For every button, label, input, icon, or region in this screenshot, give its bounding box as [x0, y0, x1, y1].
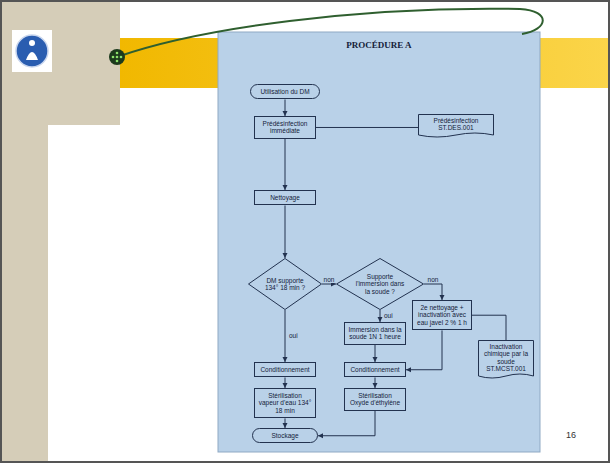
- connector: [406, 330, 442, 372]
- arrowhead: [406, 367, 411, 372]
- decision-diamond: Supporte l'immersion dans la soude ?: [336, 258, 424, 310]
- edge-label: non: [323, 276, 336, 283]
- decision-diamond: DM supporte 134° 18 min ?: [248, 258, 322, 310]
- node-text: Nettoyage: [258, 194, 312, 201]
- node-text: 2e nettoyage + inactivation avec eau jav…: [416, 304, 468, 326]
- diamond-shape: [337, 259, 424, 310]
- edge-label: oui: [383, 312, 394, 319]
- document-shape-outline: [479, 341, 534, 379]
- logo-disc: [16, 35, 48, 67]
- connector-line: [285, 310, 286, 362]
- arrowhead: [318, 433, 323, 438]
- end-terminal: Stockage: [252, 428, 318, 443]
- node-text: Supporte l'immersion dans la soude ?: [354, 273, 407, 295]
- connector-line: [406, 330, 442, 369]
- process-box: Conditionnement: [344, 362, 406, 377]
- green-knob: [109, 49, 125, 65]
- connector: [373, 377, 378, 388]
- connector: [283, 139, 288, 190]
- edge-label: oui: [288, 332, 299, 339]
- node-text: DM supporte 134° 18 min ?: [263, 277, 307, 292]
- document-shape: Inactivation chimique par la soude ST.MC…: [478, 340, 534, 380]
- logo-card: [12, 30, 52, 72]
- knob-dot: [116, 56, 119, 59]
- logo-head: [29, 40, 35, 46]
- process-box: Immersion dans la soude 1N 1 heure: [344, 322, 406, 345]
- node-text: Stérilisation vapeur d'eau 134° 18 min: [258, 392, 312, 414]
- node-text: Conditionnement: [348, 366, 402, 373]
- connector-line: [318, 411, 375, 436]
- process-box: Prédésinfection immédiate: [254, 116, 316, 139]
- process-box: Nettoyage: [254, 190, 316, 205]
- scanned-page: [218, 32, 540, 452]
- document-shape-outline: [419, 115, 494, 138]
- knob-dot: [112, 56, 115, 59]
- arrowhead: [283, 253, 288, 258]
- node-text: Prédésinfection ST.DES.001: [421, 117, 491, 132]
- connector: [472, 315, 506, 340]
- node-text: Inactivation chimique par la soude ST.MC…: [481, 343, 531, 373]
- connector: [316, 127, 418, 128]
- knob-dots: [112, 52, 123, 63]
- process-box: Conditionnement: [254, 362, 316, 377]
- connector: [283, 310, 288, 362]
- connector: [283, 377, 288, 388]
- diamond-shape: [249, 259, 322, 310]
- node-text: Utilisation du DM: [256, 88, 314, 95]
- logo-figure: [26, 52, 38, 60]
- process-box: 2e nettoyage + inactivation avec eau jav…: [412, 300, 472, 330]
- connector: [283, 205, 288, 258]
- node-text: Immersion dans la soude 1N 1 heure: [348, 326, 402, 341]
- connector-line: [285, 205, 286, 258]
- connector-line: [424, 284, 442, 300]
- start-terminal: Utilisation du DM: [250, 84, 320, 99]
- node-text: Stockage: [258, 432, 312, 439]
- connector: [283, 99, 288, 116]
- document-shape: Prédésinfection ST.DES.001: [418, 114, 494, 139]
- page-number: 16: [566, 430, 576, 440]
- process-box: Stérilisation Oxyde d'éthylène: [344, 388, 406, 411]
- connector: [378, 310, 383, 322]
- connector-line: [285, 139, 286, 190]
- knob-dot: [120, 56, 123, 59]
- corner-block: [0, 0, 120, 125]
- node-text: Prédésinfection immédiate: [258, 120, 312, 135]
- knob-dot: [116, 60, 119, 63]
- connector-line: [472, 315, 506, 340]
- connector: [424, 284, 445, 300]
- connector: [318, 411, 375, 438]
- connector-line: [316, 127, 418, 128]
- node-text: Conditionnement: [258, 366, 312, 373]
- green-curve: [117, 9, 543, 57]
- node-text: Stérilisation Oxyde d'éthylène: [348, 392, 402, 407]
- process-box: Stérilisation vapeur d'eau 134° 18 min: [254, 388, 316, 418]
- edge-label: non: [427, 276, 440, 283]
- knob-dot: [116, 52, 119, 55]
- connector: [283, 418, 288, 428]
- connector: [373, 345, 378, 362]
- procedure-title: PROCÉDURE A: [218, 40, 540, 50]
